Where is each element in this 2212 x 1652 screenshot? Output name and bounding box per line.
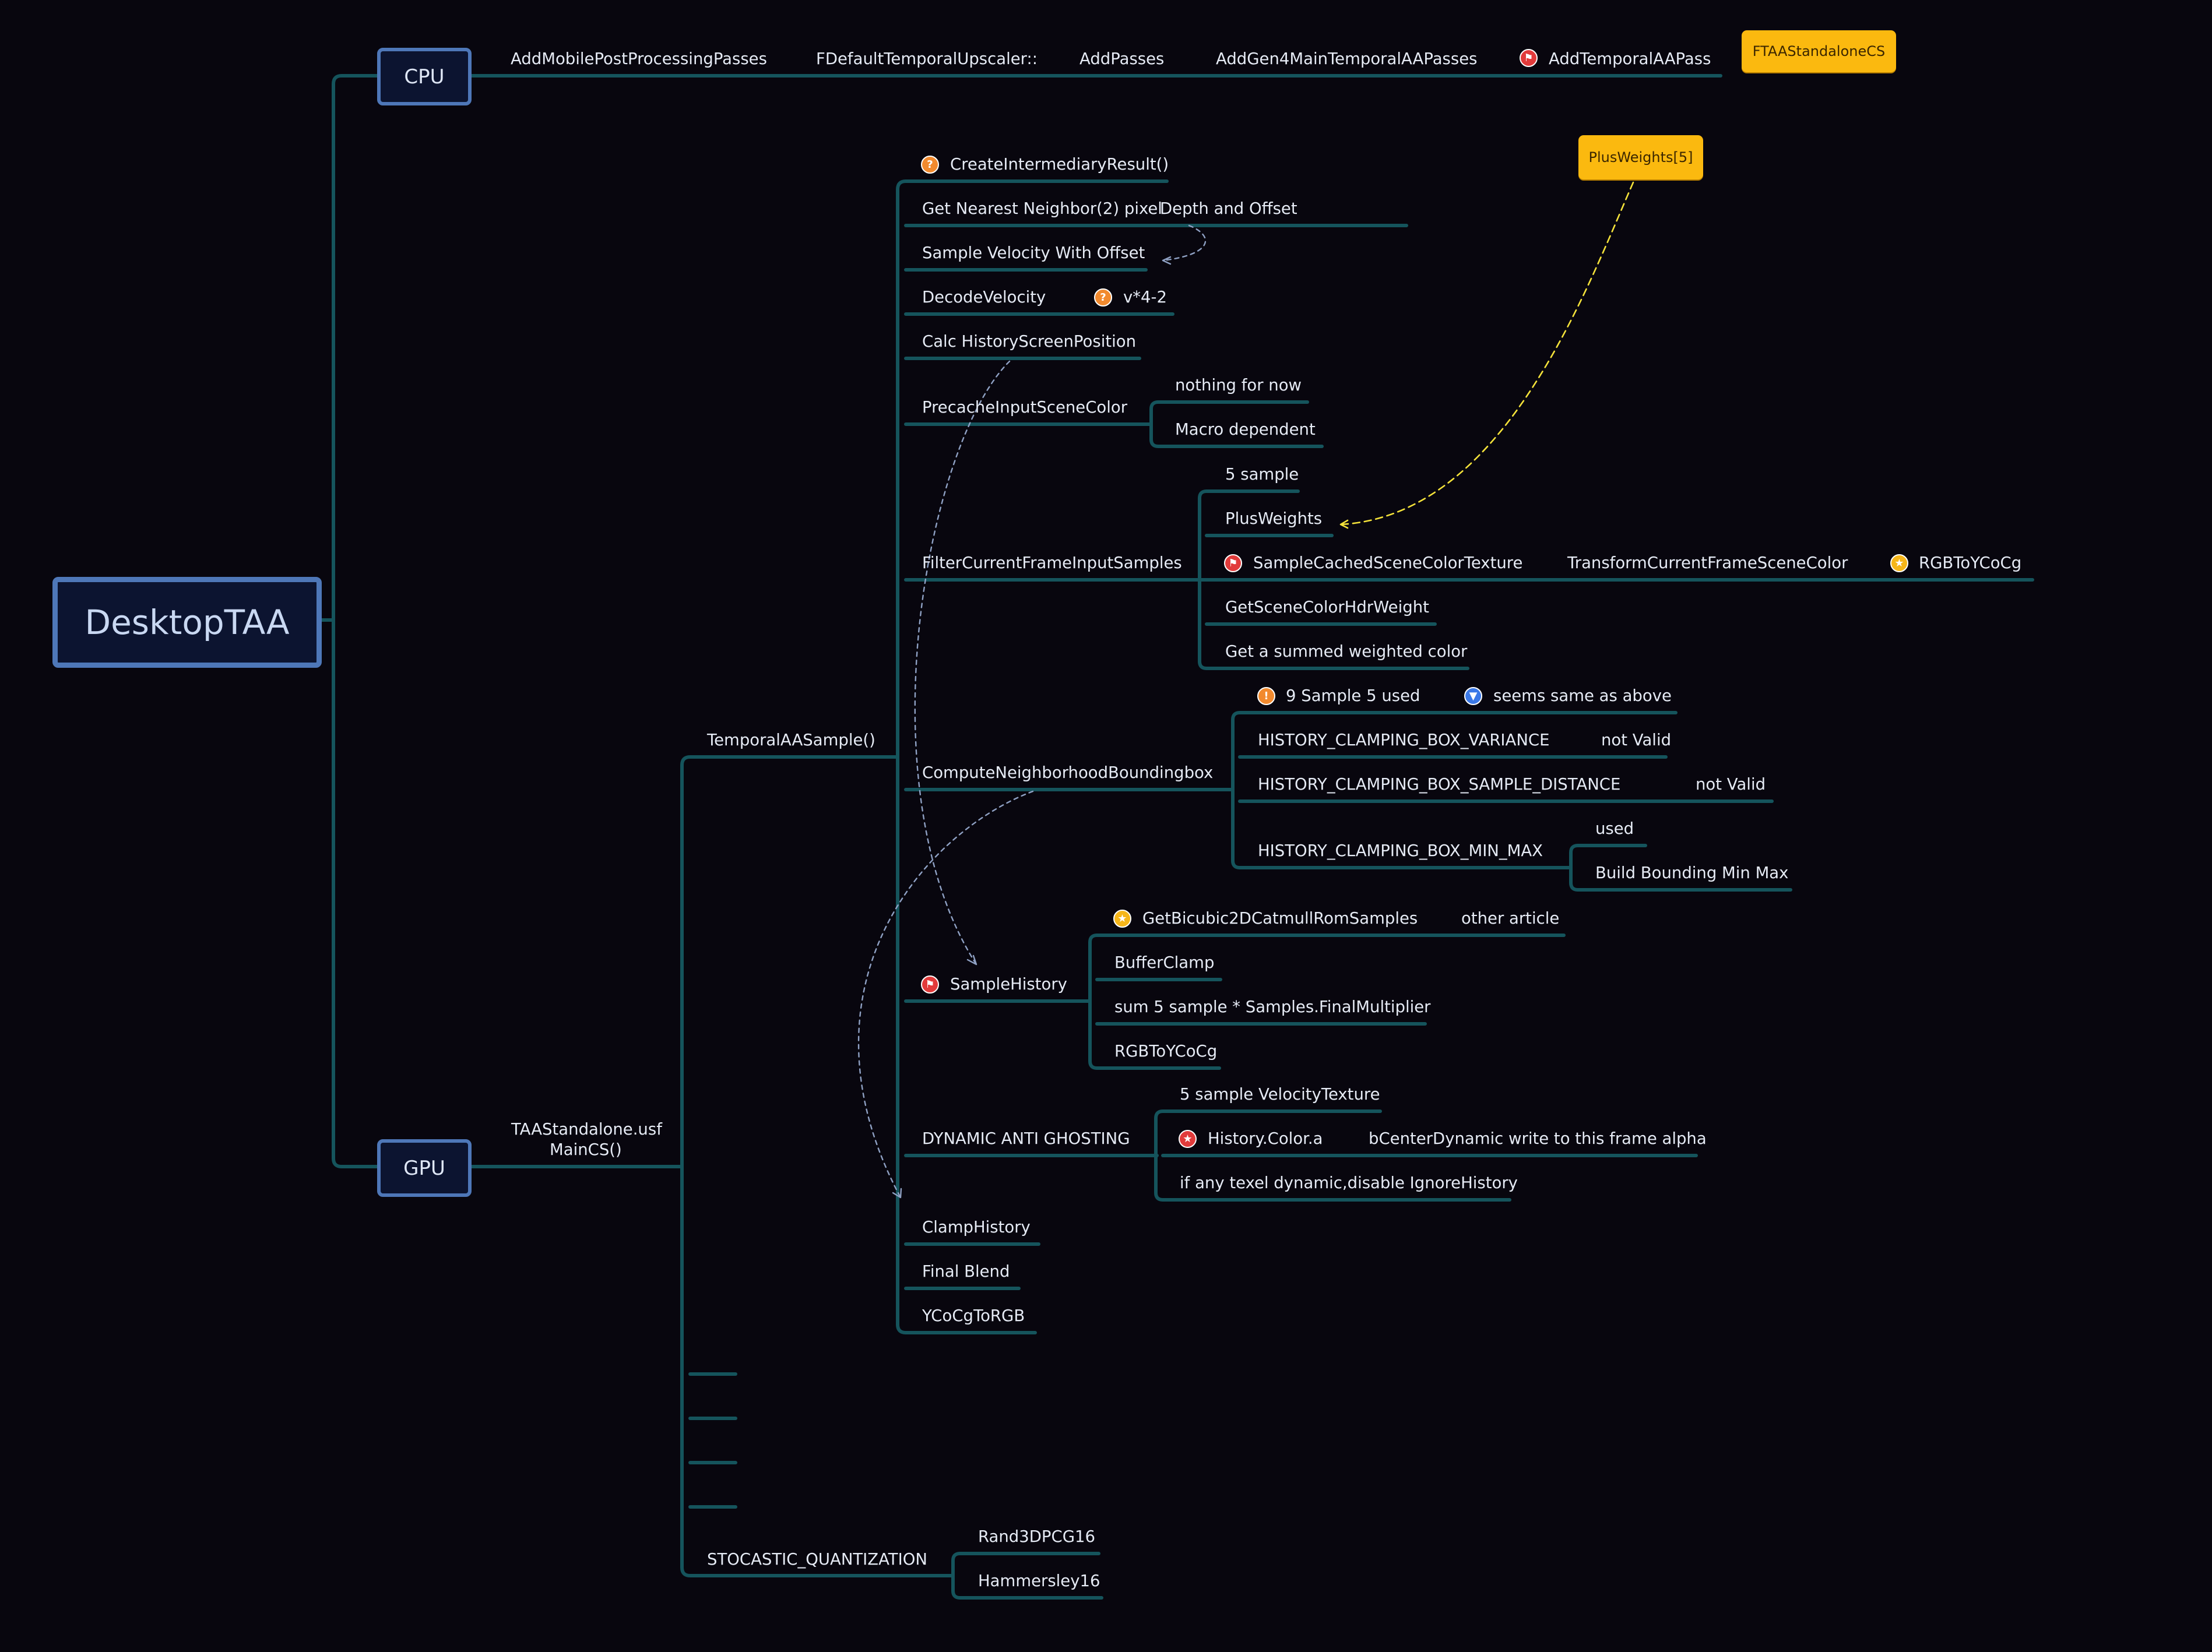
step-nearest-neighbor[interactable]: Get Nearest Neighbor(2) pixel xyxy=(922,199,1162,218)
step-seems-same[interactable]: seems same as above xyxy=(1493,686,1672,705)
note-link-arrow xyxy=(1339,181,1634,526)
step-calc-history[interactable]: Calc HistoryScreenPosition xyxy=(922,332,1137,351)
gpu-topic[interactable]: GPU xyxy=(377,1139,472,1197)
gpu-file-label[interactable]: TAAStandalone.usf xyxy=(511,1120,662,1139)
relation-arrow xyxy=(914,360,1011,966)
step-nine-sample[interactable]: 9 Sample 5 used xyxy=(1286,686,1420,705)
note-plusweights[interactable]: PlusWeights[5] xyxy=(1578,135,1703,179)
gpu-topic-label: GPU xyxy=(403,1156,445,1180)
step-decode-velocity[interactable]: DecodeVelocity xyxy=(922,288,1046,307)
cpu-chain-item[interactable]: AddPasses xyxy=(1079,50,1165,68)
question-icon: ? xyxy=(921,156,939,174)
relation-arrow-head xyxy=(892,1188,902,1199)
temporal-aa-sample-topic[interactable]: TemporalAASample() xyxy=(707,731,875,749)
step-plus-weights[interactable]: PlusWeights xyxy=(1225,509,1323,528)
root-topic[interactable]: DesktopTAA xyxy=(52,577,322,668)
step-rgb-to-ycocg[interactable]: RGBToYCoCg xyxy=(1919,554,2022,572)
step-not-valid[interactable]: not Valid xyxy=(1601,731,1672,749)
step-clamp-history[interactable]: ClampHistory xyxy=(922,1218,1031,1237)
cpu-chain-item[interactable]: AddTemporalAAPass xyxy=(1549,50,1711,68)
cpu-topic-label: CPU xyxy=(404,65,445,89)
step-sample-history[interactable]: SampleHistory xyxy=(950,975,1067,994)
step-rgb-to-ycocg[interactable]: RGBToYCoCg xyxy=(1114,1042,1218,1061)
cpu-chain-item[interactable]: AddMobilePostProcessingPasses xyxy=(511,50,767,68)
step-clamp-minmax[interactable]: HISTORY_CLAMPING_BOX_MIN_MAX xyxy=(1258,841,1543,860)
cpu-chain-item[interactable]: FDefaultTemporalUpscaler:: xyxy=(816,50,1038,68)
step-center-dynamic[interactable]: bCenterDynamic write to this frame alpha xyxy=(1369,1129,1707,1148)
relation-arrow xyxy=(857,790,1034,1199)
question-icon: ? xyxy=(1094,288,1112,307)
step-used[interactable]: used xyxy=(1595,819,1634,838)
branch-line xyxy=(1154,1109,1165,1202)
step-clamp-distance[interactable]: HISTORY_CLAMPING_BOX_SAMPLE_DISTANCE xyxy=(1258,775,1621,794)
step-build-bbox[interactable]: Build Bounding Min Max xyxy=(1595,864,1789,882)
step-clamp-variance[interactable]: HISTORY_CLAMPING_BOX_VARIANCE xyxy=(1258,731,1550,749)
step-nothing-for-now[interactable]: nothing for now xyxy=(1175,376,1302,394)
root-topic-label: DesktopTAA xyxy=(85,603,290,642)
step-buffer-clamp[interactable]: BufferClamp xyxy=(1114,953,1215,972)
branch-line xyxy=(951,1552,962,1600)
step-transform-current[interactable]: TransformCurrentFrameSceneColor xyxy=(1567,554,1848,572)
cpu-topic[interactable]: CPU xyxy=(377,48,472,105)
step-sample-cached[interactable]: SampleCachedSceneColorTexture xyxy=(1253,554,1523,572)
branch-line xyxy=(1231,711,1242,869)
step-velocity-texture[interactable]: 5 sample VelocityTexture xyxy=(1180,1085,1380,1104)
step-sample-velocity[interactable]: Sample Velocity With Offset xyxy=(922,244,1145,262)
branch-line xyxy=(680,755,692,1577)
note-text: PlusWeights[5] xyxy=(1588,149,1693,165)
step-hdr-weight[interactable]: GetSceneColorHdrWeight xyxy=(1225,598,1429,617)
cpu-chain-item[interactable]: AddGen4MainTemporalAAPasses xyxy=(1216,50,1478,68)
star-icon: ★ xyxy=(1890,554,1908,572)
gpu-entry-label[interactable]: MainCS() xyxy=(550,1140,622,1159)
flag-icon: ⚑ xyxy=(1520,49,1538,67)
step-sum-samples[interactable]: sum 5 sample * Samples.FinalMultiplier xyxy=(1114,998,1431,1016)
thumbs-down-icon: ▼ xyxy=(1464,687,1482,705)
star-icon: ★ xyxy=(1113,910,1131,928)
step-v-expression[interactable]: v*4-2 xyxy=(1123,288,1167,307)
step-depth-offset[interactable]: Depth and Offset xyxy=(1160,199,1297,218)
branch-line xyxy=(1088,934,1099,1070)
exclamation-icon: ! xyxy=(1257,687,1275,705)
step-history-alpha[interactable]: History.Color.a xyxy=(1208,1129,1323,1148)
relation-arrow xyxy=(1162,224,1207,262)
stocastic-child[interactable]: Rand3DPCG16 xyxy=(978,1527,1095,1546)
step-not-valid[interactable]: not Valid xyxy=(1696,775,1766,794)
step-precache[interactable]: PrecacheInputSceneColor xyxy=(922,398,1128,417)
flag-icon: ⚑ xyxy=(1224,554,1242,572)
step-final-blend[interactable]: Final Blend xyxy=(922,1262,1010,1281)
note-ftaastandalonecs[interactable]: FTAAStandaloneCS xyxy=(1742,30,1896,72)
branch-line xyxy=(1569,844,1580,892)
step-filter[interactable]: FilterCurrentFrameInputSamples xyxy=(922,554,1182,572)
flag-icon: ⚑ xyxy=(921,975,939,994)
red-star-icon: ★ xyxy=(1179,1130,1197,1148)
step-macro-dependent[interactable]: Macro dependent xyxy=(1175,420,1316,439)
relation-arrow-head xyxy=(1162,256,1172,265)
step-other-article[interactable]: other article xyxy=(1461,909,1560,928)
note-text: FTAAStandaloneCS xyxy=(1752,43,1886,59)
step-bicubic[interactable]: GetBicubic2DCatmullRomSamples xyxy=(1142,909,1418,928)
step-ycocg-to-rgb[interactable]: YCoCgToRGB xyxy=(922,1306,1025,1325)
stocastic-quantization-topic[interactable]: STOCASTIC_QUANTIZATION xyxy=(707,1550,927,1569)
step-compute-bbox[interactable]: ComputeNeighborhoodBoundingbox xyxy=(922,763,1214,782)
branch-line xyxy=(1198,489,1208,670)
relation-arrow-head xyxy=(966,954,977,966)
step-summed-color[interactable]: Get a summed weighted color xyxy=(1225,642,1468,661)
step-texel-dynamic[interactable]: if any texel dynamic,disable IgnoreHisto… xyxy=(1180,1174,1518,1192)
step-five-sample[interactable]: 5 sample xyxy=(1225,465,1299,484)
stocastic-child[interactable]: Hammersley16 xyxy=(978,1572,1100,1590)
step-dynamic-ghosting[interactable]: DYNAMIC ANTI GHOSTING xyxy=(922,1129,1130,1148)
branch-line xyxy=(332,74,343,1168)
note-link-arrow-head xyxy=(1339,519,1349,529)
branch-line xyxy=(1149,400,1160,448)
step-create-intermediary[interactable]: CreateIntermediaryResult() xyxy=(950,155,1169,174)
